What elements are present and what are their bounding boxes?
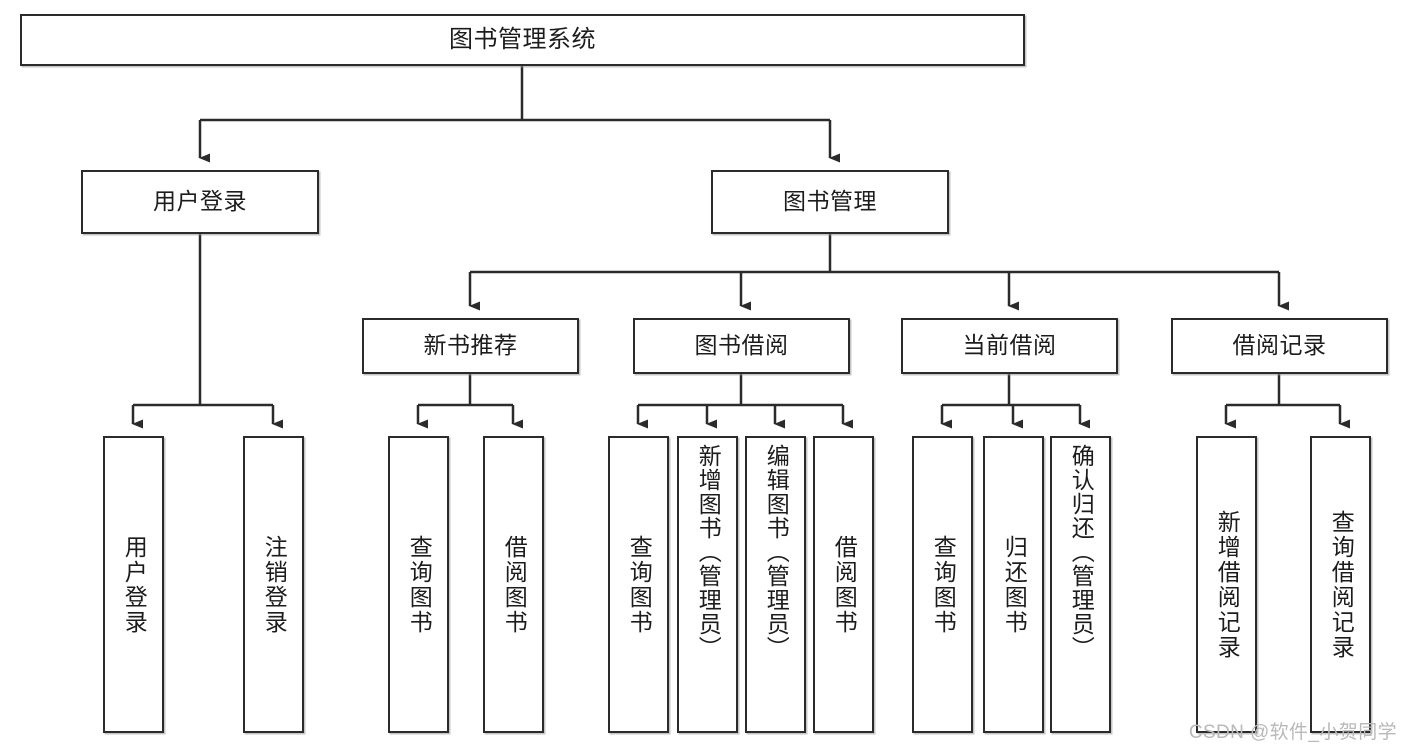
node-leaf-borrow-book-2-label: 借阅图书 <box>831 534 858 635</box>
node-leaf-edit-book-label: 编辑图书（管理员） <box>763 444 790 660</box>
node-leaf-confirm-return-label: 确认归还（管理员） <box>1068 444 1095 660</box>
node-current-borrow-label: 当前借阅 <box>962 332 1057 359</box>
node-new-book-rec-label: 新书推荐 <box>423 332 518 359</box>
node-leaf-borrow-book-2[interactable]: 借阅图书 <box>813 436 874 733</box>
node-leaf-add-book[interactable]: 新增图书（管理员） <box>677 436 738 733</box>
node-root-label: 图书管理系统 <box>449 25 596 53</box>
node-leaf-query-book-1[interactable]: 查询图书 <box>388 436 449 733</box>
node-leaf-confirm-return[interactable]: 确认归还（管理员） <box>1050 436 1111 733</box>
node-leaf-query-book-2-label: 查询图书 <box>626 534 653 635</box>
node-leaf-query-book-1-label: 查询图书 <box>406 534 433 635</box>
node-book-manage[interactable]: 图书管理 <box>711 170 949 234</box>
node-book-borrow-label: 图书借阅 <box>694 332 789 359</box>
node-leaf-user-login-label: 用户登录 <box>121 534 148 635</box>
node-new-book-rec[interactable]: 新书推荐 <box>362 318 579 374</box>
node-user-login[interactable]: 用户登录 <box>81 170 319 234</box>
node-leaf-return-book-label: 归还图书 <box>1001 534 1028 635</box>
node-book-manage-label: 图书管理 <box>783 188 877 215</box>
node-leaf-add-record-label: 新增借阅记录 <box>1214 509 1241 660</box>
node-leaf-query-book-3-label: 查询图书 <box>930 534 957 635</box>
node-leaf-add-book-label: 新增图书（管理员） <box>695 444 722 660</box>
node-leaf-borrow-book-1-label: 借阅图书 <box>501 534 528 635</box>
node-leaf-query-book-3[interactable]: 查询图书 <box>912 436 973 733</box>
node-leaf-query-record[interactable]: 查询借阅记录 <box>1310 436 1371 733</box>
node-leaf-user-logout[interactable]: 注销登录 <box>243 436 304 733</box>
node-root[interactable]: 图书管理系统 <box>20 14 1025 66</box>
node-leaf-query-record-label: 查询借阅记录 <box>1328 509 1355 660</box>
node-borrow-record-label: 借阅记录 <box>1232 332 1327 359</box>
csdn-watermark: CSDN @软件_小贺同学 <box>1188 722 1397 743</box>
node-leaf-edit-book[interactable]: 编辑图书（管理员） <box>745 436 806 733</box>
node-book-borrow[interactable]: 图书借阅 <box>633 318 850 374</box>
node-leaf-add-record[interactable]: 新增借阅记录 <box>1196 436 1257 733</box>
node-leaf-borrow-book-1[interactable]: 借阅图书 <box>483 436 544 733</box>
node-leaf-user-login[interactable]: 用户登录 <box>103 436 164 733</box>
node-borrow-record[interactable]: 借阅记录 <box>1171 318 1388 374</box>
node-user-login-label: 用户登录 <box>153 188 247 215</box>
node-leaf-return-book[interactable]: 归还图书 <box>983 436 1044 733</box>
node-leaf-query-book-2[interactable]: 查询图书 <box>608 436 669 733</box>
node-current-borrow[interactable]: 当前借阅 <box>901 318 1118 374</box>
node-leaf-user-logout-label: 注销登录 <box>261 534 288 635</box>
